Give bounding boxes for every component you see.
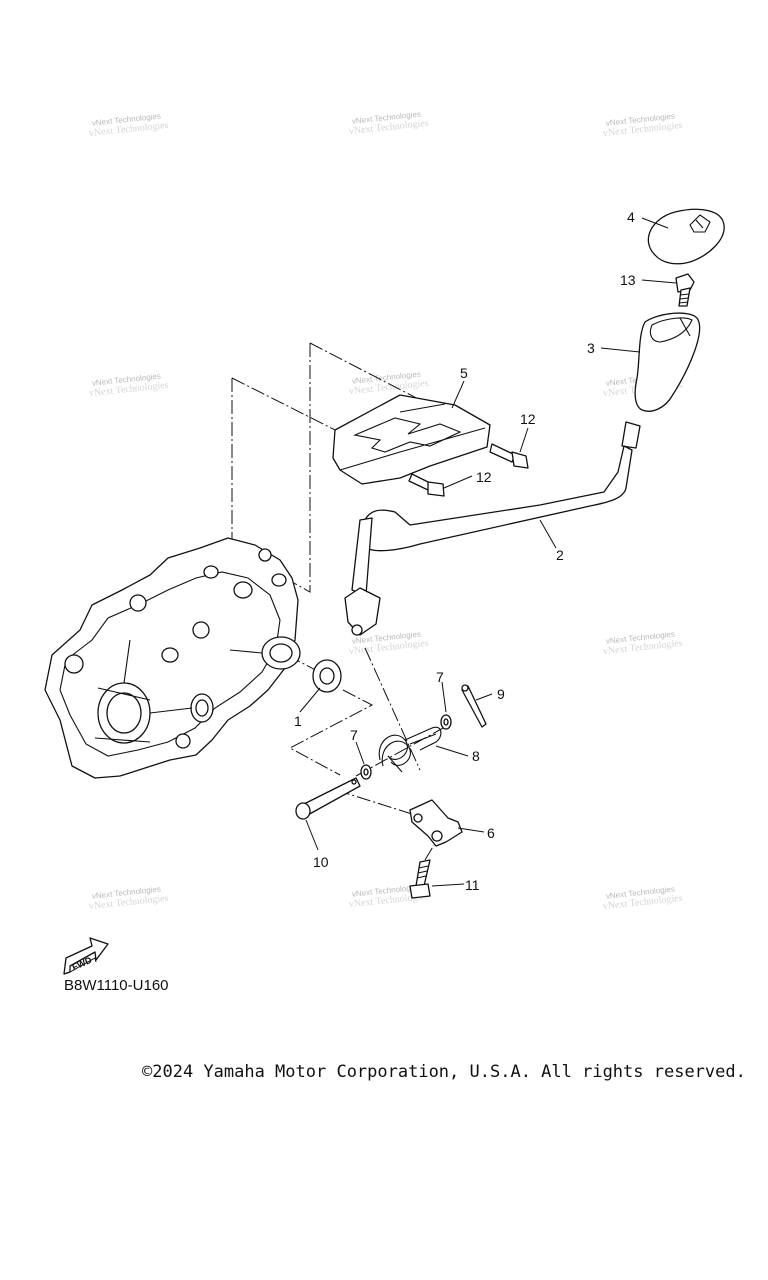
part-4-knob-cap (647, 208, 725, 265)
callout-9: 9 (497, 686, 505, 702)
callout-2: 2 (556, 547, 564, 563)
callout-7-lower: 7 (350, 727, 358, 743)
diagram-code: B8W1110-U160 (64, 977, 169, 994)
part-12-bolt-lower (408, 473, 445, 497)
part-8-torsion-spring (378, 726, 442, 773)
callout-5: 5 (460, 365, 468, 381)
part-12-bolt-upper (489, 443, 529, 469)
callout-13: 13 (620, 272, 636, 288)
part-13-bolt (675, 273, 695, 307)
callout-3: 3 (587, 340, 595, 356)
part-10-pin (295, 777, 361, 820)
part-7-washer-lower (360, 764, 372, 780)
callout-12-upper: 12 (520, 411, 536, 427)
part-7-washer-upper (440, 714, 452, 730)
leader-lines (299, 217, 677, 887)
engine-case (44, 537, 301, 779)
part-2-shift-lever (344, 421, 641, 636)
callout-7-upper: 7 (436, 669, 444, 685)
part-9-cotter-pin (461, 684, 487, 728)
callout-4: 4 (627, 209, 635, 225)
callout-12-lower: 12 (476, 469, 492, 485)
callout-10: 10 (313, 854, 329, 870)
callout-6: 6 (487, 825, 495, 841)
callout-labels: 4 13 3 5 12 12 2 1 7 7 9 8 6 10 11 (294, 209, 636, 893)
part-3-shift-knob (634, 312, 701, 412)
callout-8: 8 (472, 748, 480, 764)
copyright-notice: ©2024 Yamaha Motor Corporation, U.S.A. A… (142, 1062, 746, 1082)
part-11-bolt (409, 859, 431, 899)
fwd-arrow-icon: FWD (63, 937, 109, 975)
part-1-oil-seal (312, 659, 342, 693)
part-6-arm (409, 799, 463, 847)
callout-1: 1 (294, 713, 302, 729)
callout-11: 11 (465, 877, 480, 893)
part-5-shift-gate (332, 394, 491, 485)
